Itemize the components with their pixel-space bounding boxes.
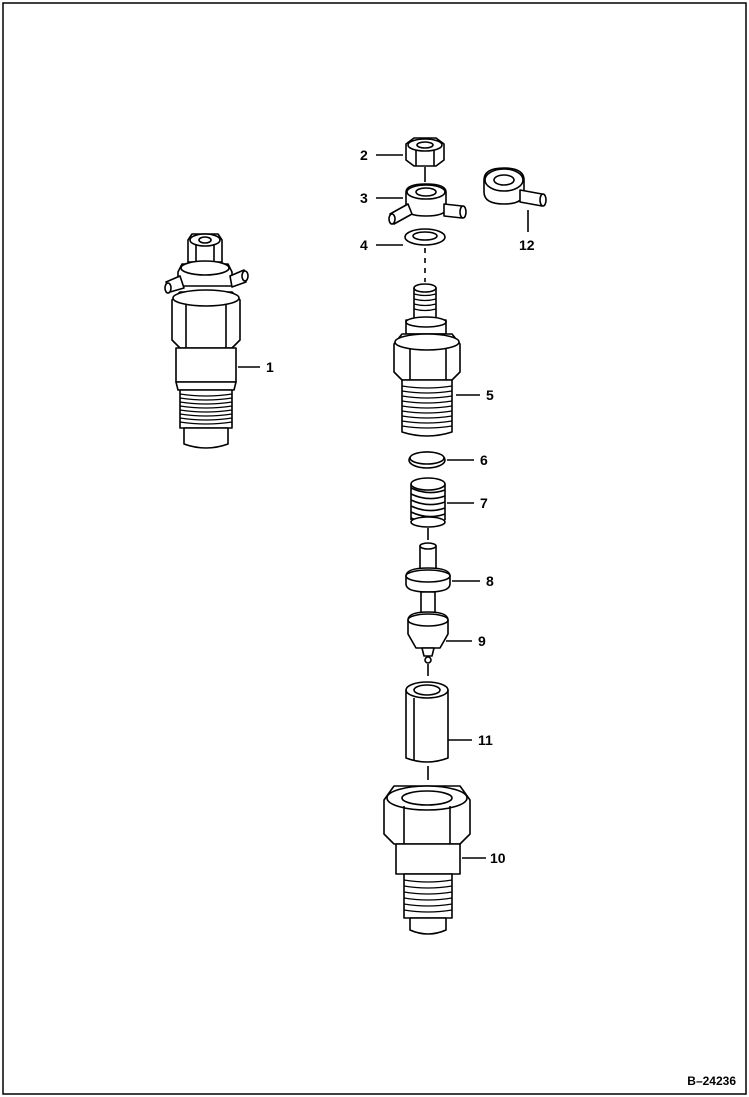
part-12-banjo-eye	[483, 167, 547, 207]
callout-12: 12	[519, 237, 535, 253]
callout-3: 3	[360, 190, 368, 206]
part-8-pressure-pin	[405, 542, 451, 615]
callout-1: 1	[266, 359, 274, 375]
callout-7: 7	[480, 495, 488, 511]
part-5-nozzle-holder	[393, 283, 461, 437]
figure-reference-number: B–24236	[687, 1074, 736, 1088]
part-11-nozzle	[405, 681, 449, 763]
part-9-nozzle-needle	[407, 611, 449, 664]
callout-9: 9	[478, 633, 486, 649]
part-1-injector-assembly	[164, 233, 249, 449]
part-6-shim	[408, 451, 446, 469]
callout-8: 8	[486, 573, 494, 589]
part-3-banjo-fitting	[388, 183, 467, 225]
callout-5: 5	[486, 387, 494, 403]
callout-4: 4	[360, 237, 368, 253]
part-10-retaining-nut	[383, 785, 471, 935]
callout-2: 2	[360, 147, 368, 163]
callout-6: 6	[480, 452, 488, 468]
part-7-spring	[410, 477, 446, 528]
callout-10: 10	[490, 850, 506, 866]
part-2-nut	[405, 137, 445, 167]
callout-11: 11	[478, 732, 493, 748]
part-4-washer	[404, 228, 446, 246]
